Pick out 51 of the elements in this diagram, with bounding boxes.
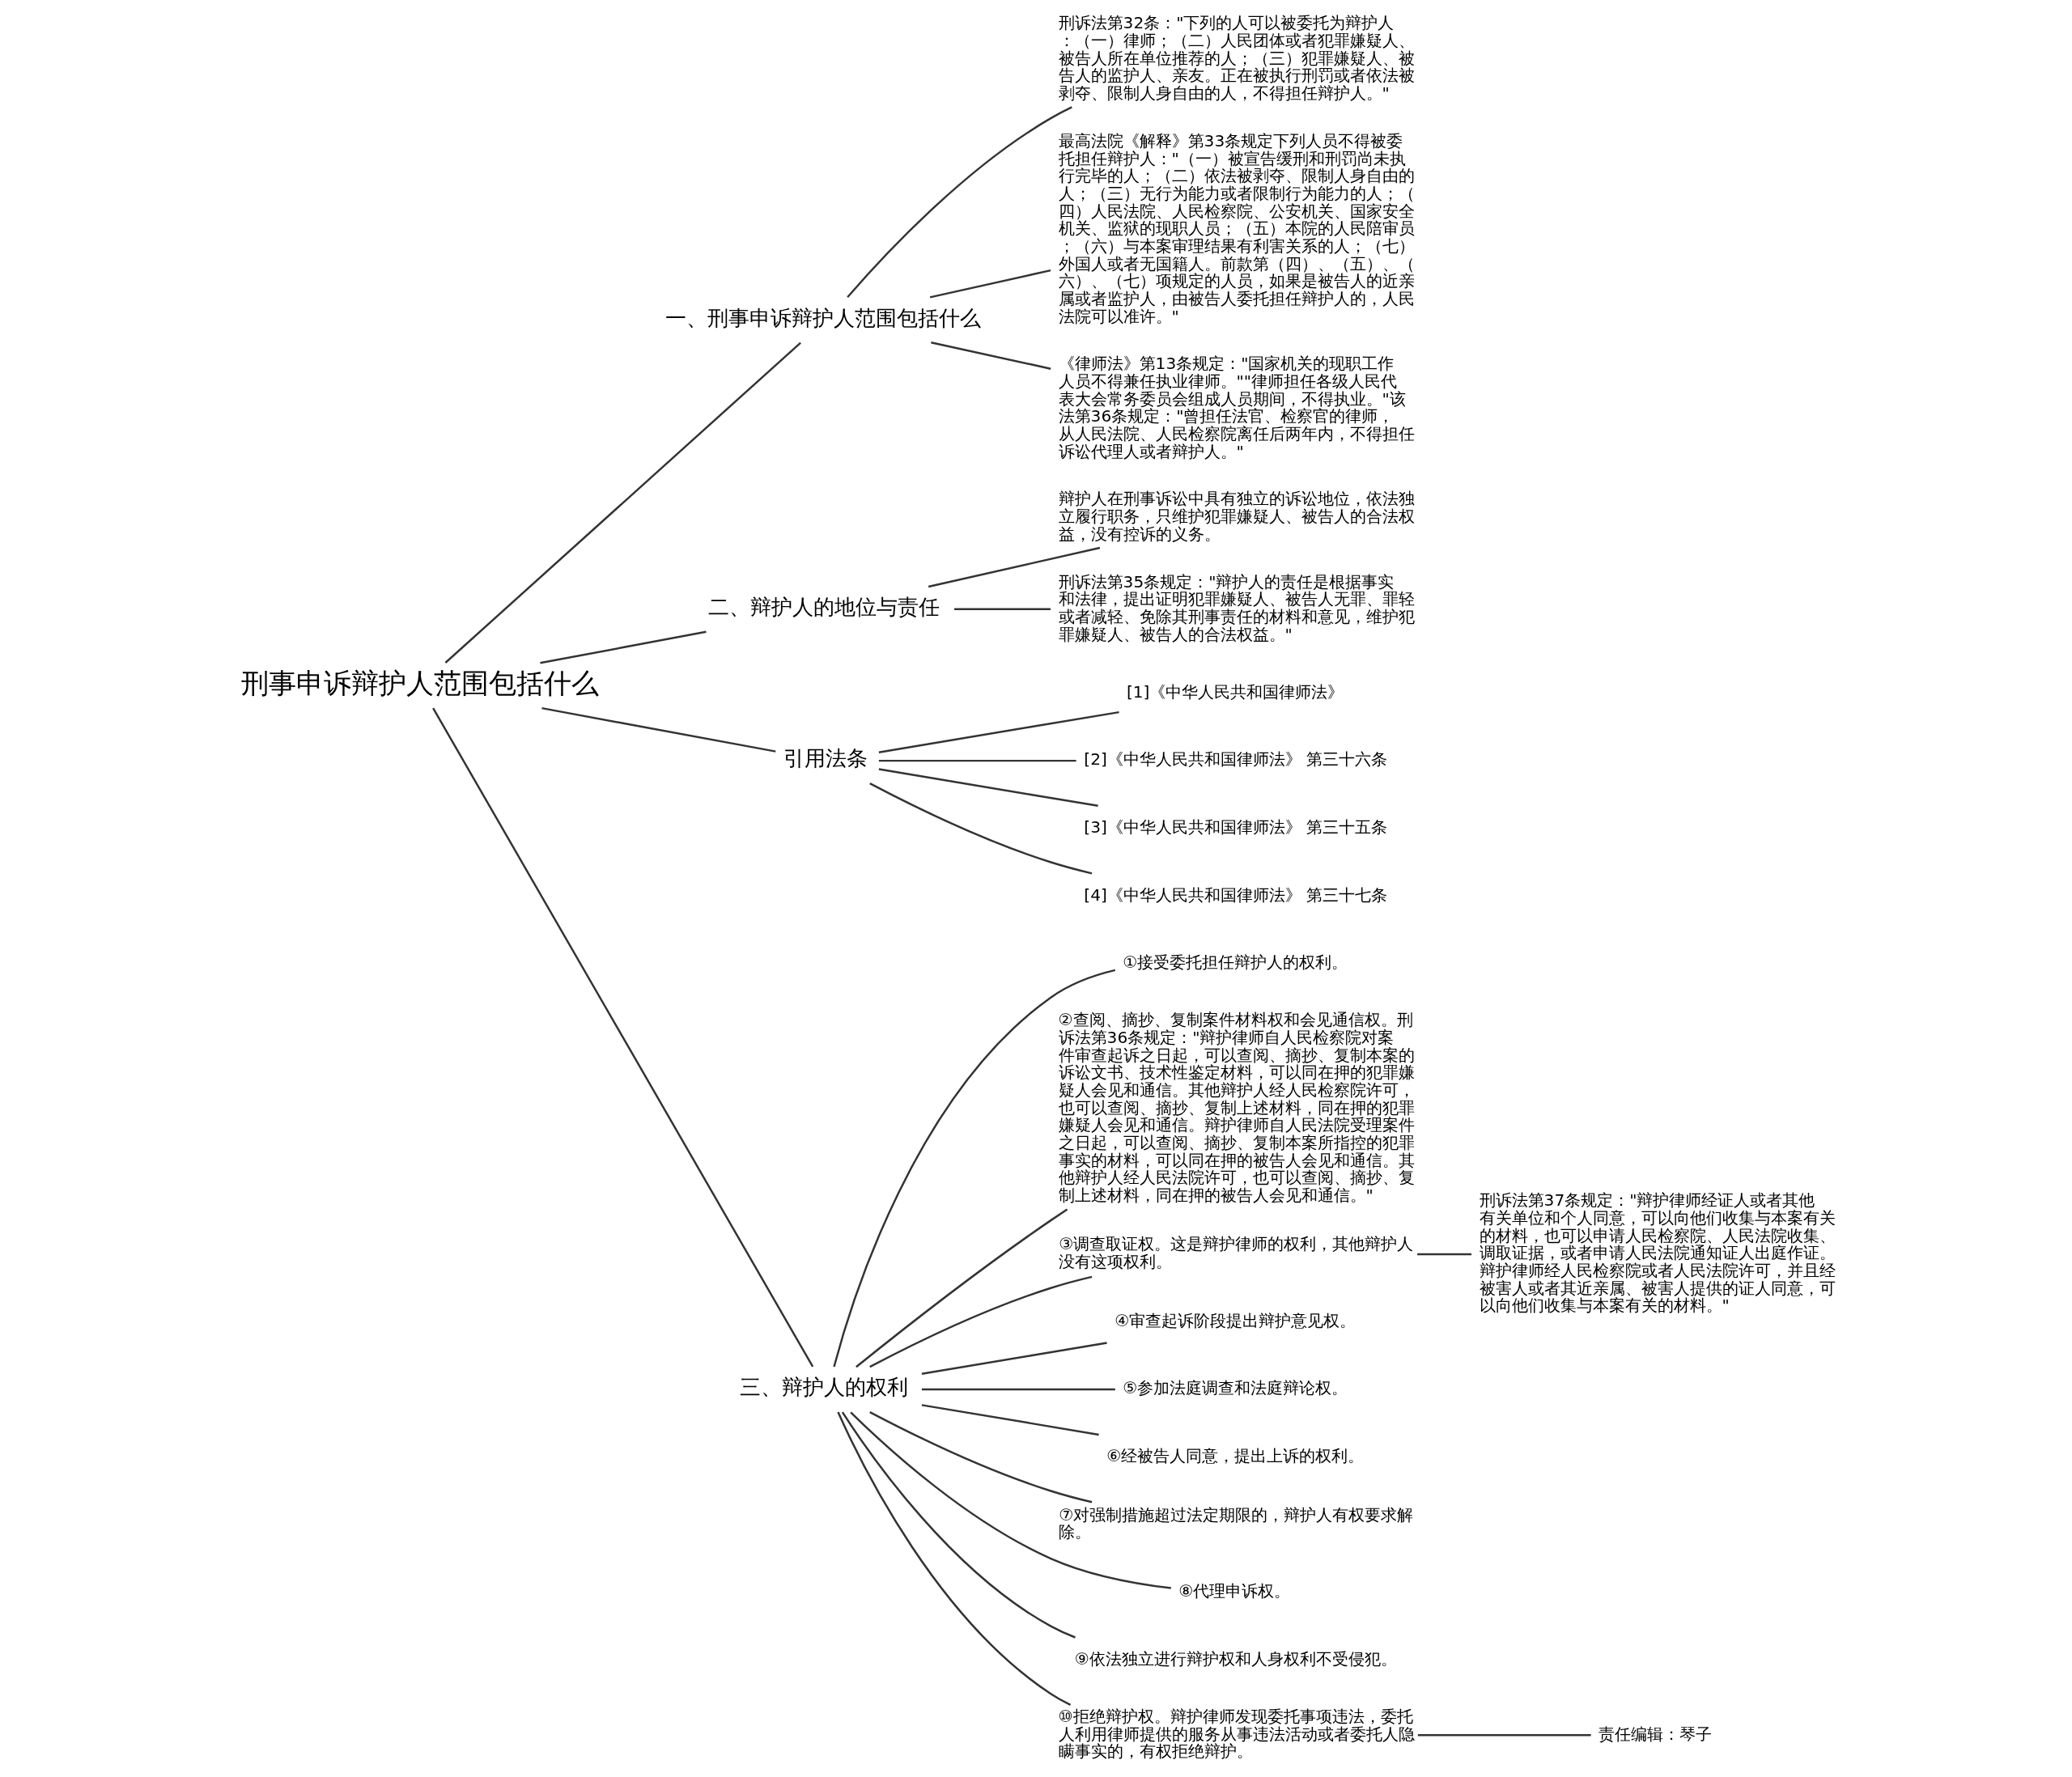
node-text: ⑤参加法庭调查和法庭辩论权。 — [1122, 1378, 1348, 1398]
node-text: 刑事申诉辩护人范围包括什么 — [240, 666, 599, 699]
connector — [849, 1411, 1171, 1589]
node-text: 《律师法》第13条规定："国家机关的现职工作人员不得兼任执业律师。""律师担任各级人民代表大会常务委员会组成人员期间，不得执业。"该法第36条规定："曾担任法官、检察官的律师，从人民法院、人民检察院离任后两年内，不得担任诉讼代理人或者辩护人。" — [1058, 354, 1415, 461]
connector — [953, 608, 1051, 611]
connector — [855, 1208, 1068, 1368]
node-text: ③调查取证权。这是辩护律师的权利，其他辩护人没有这项权利。 — [1058, 1234, 1413, 1272]
connector — [832, 969, 1115, 1368]
connector — [541, 706, 776, 753]
node-text: 辩护人在刑事诉讼中具有独立的诉讼地位，依法独立履行职务，只维护犯罪嫌疑人、被告人的合法权益，没有控诉的义务。 — [1058, 489, 1415, 544]
connector — [929, 269, 1051, 299]
connector — [444, 341, 801, 664]
node-text: 引用法条 — [783, 746, 868, 771]
connector — [846, 106, 1072, 299]
node-text: 一、刑事申诉辩护人范围包括什么 — [664, 305, 981, 330]
connector — [1417, 1734, 1591, 1737]
node-text: 最高法院《解释》第33条规定下列人员不得被委托担任辩护人："（一）被宣告缓刑和刑罚尚未执行完毕的人；（二）依法被剥夺、限制人身自由的人；（三）无行为能力或者限制行为能力的人；（四）人民法院、人民检察院、公安机关、国家安全机关、监狱的现职人员；（五）本院的人民陪审员；（六）与本案审理结果有利害关系的人；（七）外国人或者无国籍人。前款第（四）、（五）、（六）、（七）项规定的人员，如果是被告人的近亲属或者监护人，由被告人委托担任辩护人的，人民法院可以准许。" — [1058, 130, 1415, 326]
node-text: ⑦对强制措施超过法定期限的，辩护人有权要求解除。 — [1058, 1504, 1413, 1542]
node-text: [4]《中华人民共和国律师法》 第三十七条 — [1083, 884, 1387, 905]
node-text: ⑧代理申诉权。 — [1178, 1581, 1290, 1601]
connector — [921, 1342, 1107, 1376]
connector — [921, 1388, 1115, 1391]
connector — [539, 630, 707, 664]
node-text: ⑩拒绝辩护权。辩护律师发现委托事项违法，委托人利用律师提供的服务从事违法活动或者委托人隐瞒事实的，有权拒绝辩护。 — [1058, 1706, 1415, 1762]
connector — [1416, 1253, 1471, 1256]
node-text: ②查阅、摘抄、复制案件材料权和会见通信权。刑诉法第36条规定："辩护律师自人民检察院对案件审查起诉之日起，可以查阅、摘抄、复制本案的诉讼文书、技术性鉴定材料，可以同在押的犯罪嫌疑人会见和通信。其他辩护人经人民检察院许可，也可以查阅、摘抄、复制上述材料，同在押的犯罪嫌疑人会见和通信。辩护律师自人民法院受理案件之日起，可以查阅、摘抄、复制本案所指控的犯罪事实的材料，可以同在押的被告人会见和通信。其他辩护人经人民法院许可，也可以查阅、摘抄、复制上述材料，同在押的被告人会见和通信。" — [1058, 1010, 1415, 1205]
node-text: ④审查起诉阶段提出辩护意见权。 — [1114, 1310, 1356, 1330]
node-text: [3]《中华人民共和国律师法》 第三十五条 — [1083, 816, 1387, 837]
node-text: ⑥经被告人同意，提出上诉的权利。 — [1106, 1445, 1364, 1465]
node-text: 二、辩护人的地位与责任 — [707, 595, 940, 620]
connector — [921, 1404, 1099, 1436]
connector — [928, 546, 1100, 588]
node-text: ⑨依法独立进行辩护权和人身权利不受侵犯。 — [1074, 1648, 1397, 1669]
node-text: 刑诉法第37条规定："辩护律师经证人或者其他有关单位和个人同意，可以向他们收集与本案有关的材料，也可以申请人民检察院、人民法院收集、调取证据，或者申请人民法院通知证人出庭作证。辩护律师经人民检察院或者人民法院许可，并且经被害人或者其近亲属、被害人提供的证人同意，可以向他们收集与本案有关的材料。" — [1479, 1190, 1836, 1316]
connector — [878, 759, 1076, 762]
connector — [868, 782, 1092, 875]
connector — [868, 1410, 1092, 1503]
node-text: 刑诉法第35条规定："辩护人的责任是根据事实和法律，提出证明犯罪嫌疑人、被告人无罪、罪轻或者减轻、免除其刑事责任的材料和意见，维护犯罪嫌疑人、被告人的合法权益。" — [1058, 571, 1415, 644]
connector — [868, 1275, 1092, 1368]
node-text: 三、辩护人的权利 — [739, 1375, 908, 1400]
node-text: [2]《中华人民共和国律师法》 第三十六条 — [1083, 749, 1387, 770]
connector — [878, 710, 1119, 753]
connector — [841, 1411, 1076, 1639]
node-text: 责任编辑：琴子 — [1598, 1724, 1712, 1744]
node-text: 刑诉法第32条："下列的人可以被委托为辩护人：（一）律师；（二）人民团体或者犯罪嫌疑人、被告人所在单位推荐的人；（三）犯罪嫌疑人、被告人的监护人、亲友。正在被执行刑罚或者依法被剥夺、限制人身自由的人，不得担任辩护人。" — [1058, 13, 1415, 104]
connector — [836, 1411, 1071, 1707]
connector — [878, 768, 1098, 808]
connector — [431, 707, 813, 1368]
node-text: [1]《中华人民共和国律师法》 — [1126, 681, 1344, 702]
node-text: ①接受委托担任辩护人的权利。 — [1122, 952, 1348, 973]
connector — [930, 341, 1051, 370]
